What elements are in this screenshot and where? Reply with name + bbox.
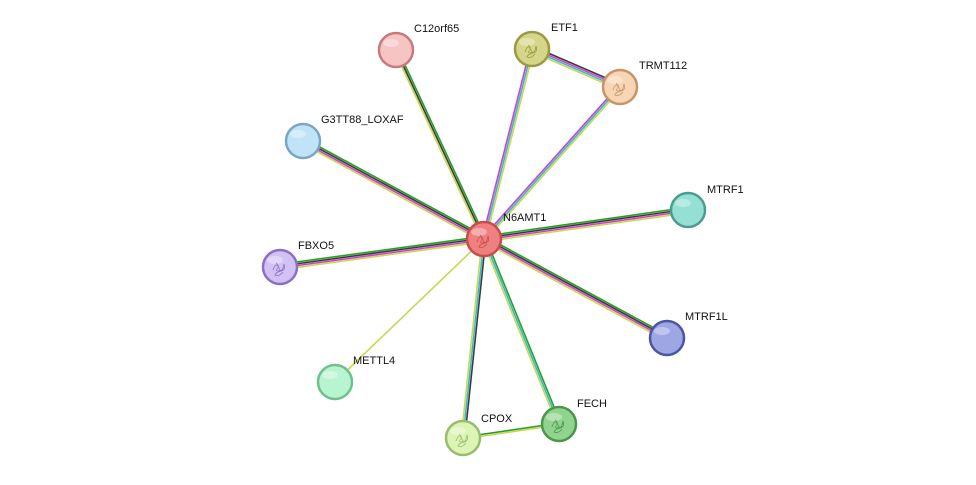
- node-highlight: [290, 130, 306, 138]
- edge-strand: [279, 239, 485, 269]
- edge-n6amt1-c12orf65[interactable]: [393, 48, 487, 241]
- node-highlight: [675, 199, 691, 207]
- edge-strand: [484, 87, 623, 242]
- edge-n6amt1-mtrf1l[interactable]: [481, 235, 670, 342]
- edge-n6amt1-cpox[interactable]: [460, 238, 487, 439]
- node-circle[interactable]: [513, 30, 551, 68]
- node-highlight: [471, 228, 487, 236]
- edge-strand: [462, 238, 485, 439]
- node-circle[interactable]: [669, 191, 707, 229]
- edge-strand: [300, 142, 484, 243]
- node-mtrf1l[interactable]: MTRF1L: [648, 311, 728, 357]
- node-circle[interactable]: [601, 68, 639, 106]
- edge-strand: [484, 235, 670, 337]
- node-label: ETF1: [551, 22, 578, 34]
- edge-strand: [483, 208, 689, 239]
- node-highlight: [267, 256, 283, 264]
- node-label: MTRF1L: [685, 311, 728, 323]
- edge-n6amt1-etf1[interactable]: [481, 47, 535, 241]
- edge-strand: [481, 47, 532, 240]
- edge-n6amt1-trmt112[interactable]: [481, 84, 623, 242]
- protein-structure-icon: [476, 234, 490, 249]
- node-highlight: [322, 371, 338, 379]
- node-highlight: [654, 327, 670, 335]
- node-label: G3TT88_LOXAF: [321, 114, 404, 126]
- edge-n6amt1-g3tt88-loxaf[interactable]: [300, 137, 487, 243]
- node-label: CPOX: [481, 413, 513, 425]
- edge-strand: [484, 237, 562, 425]
- edge-n6amt1-mtrf1[interactable]: [482, 206, 690, 243]
- node-circle[interactable]: [444, 419, 482, 457]
- edge-strand: [483, 210, 689, 241]
- edge-strand: [481, 84, 620, 239]
- edge-strand: [279, 237, 485, 267]
- node-highlight: [450, 427, 466, 435]
- edge-strand: [301, 140, 485, 241]
- node-label: N6AMT1: [503, 212, 546, 224]
- protein-structure-icon: [272, 262, 286, 277]
- node-cpox[interactable]: CPOX: [444, 413, 513, 457]
- node-circle[interactable]: [648, 319, 686, 357]
- node-mettl4[interactable]: METTL4: [316, 355, 395, 401]
- edge-strand: [483, 48, 533, 240]
- node-circle[interactable]: [465, 220, 503, 258]
- edge-strand: [278, 235, 485, 266]
- edge-strand: [482, 206, 689, 238]
- node-label: MTRF1: [707, 184, 744, 196]
- node-n6amt1[interactable]: N6AMT1: [465, 212, 546, 258]
- node-highlight: [546, 413, 562, 421]
- node-fech[interactable]: FECH: [540, 398, 607, 443]
- edge-strand: [483, 211, 690, 243]
- node-highlight: [383, 39, 399, 47]
- node-label: METTL4: [353, 355, 395, 367]
- node-mtrf1[interactable]: MTRF1: [669, 184, 744, 229]
- node-c12orf65[interactable]: C12orf65: [377, 23, 459, 69]
- edge-strand: [460, 238, 484, 439]
- node-circle[interactable]: [377, 31, 415, 69]
- node-circle[interactable]: [261, 248, 299, 286]
- edge-strand: [483, 238, 560, 425]
- edge-strand: [483, 86, 621, 240]
- edge-strand: [463, 238, 487, 439]
- node-label: TRMT112: [639, 60, 687, 72]
- edge-strand: [396, 48, 487, 240]
- node-trmt112[interactable]: TRMT112: [601, 60, 687, 106]
- edge-strand: [484, 48, 535, 241]
- edge-strand: [483, 237, 669, 339]
- edge-n6amt1-fech[interactable]: [481, 237, 562, 426]
- protein-structure-icon: [455, 433, 469, 448]
- edge-strand: [482, 238, 668, 340]
- edge-strand: [395, 49, 485, 240]
- node-etf1[interactable]: ETF1: [513, 22, 578, 68]
- protein-structure-icon: [551, 419, 565, 434]
- node-fbxo5[interactable]: FBXO5: [261, 240, 334, 286]
- edge-strand: [303, 137, 487, 238]
- node-circle[interactable]: [316, 363, 354, 401]
- node-label: C12orf65: [414, 23, 459, 35]
- node-label: FBXO5: [298, 240, 334, 252]
- edge-strand: [334, 238, 485, 383]
- node-highlight: [607, 76, 623, 84]
- edge-strand: [481, 240, 667, 342]
- node-label: FECH: [577, 398, 607, 410]
- node-circle[interactable]: [540, 405, 578, 443]
- protein-structure-icon: [524, 44, 538, 59]
- edge-strand: [393, 49, 484, 241]
- node-g3tt88-loxaf[interactable]: G3TT88_LOXAF: [284, 114, 404, 160]
- edge-n6amt1-fbxo5[interactable]: [278, 235, 486, 271]
- edge-strand: [279, 240, 486, 271]
- protein-structure-icon: [612, 82, 626, 97]
- edge-strand: [302, 139, 486, 240]
- edge-strand: [481, 238, 559, 426]
- node-circle[interactable]: [284, 122, 322, 160]
- node-highlight: [519, 38, 535, 46]
- edge-n6amt1-mettl4[interactable]: [334, 238, 485, 383]
